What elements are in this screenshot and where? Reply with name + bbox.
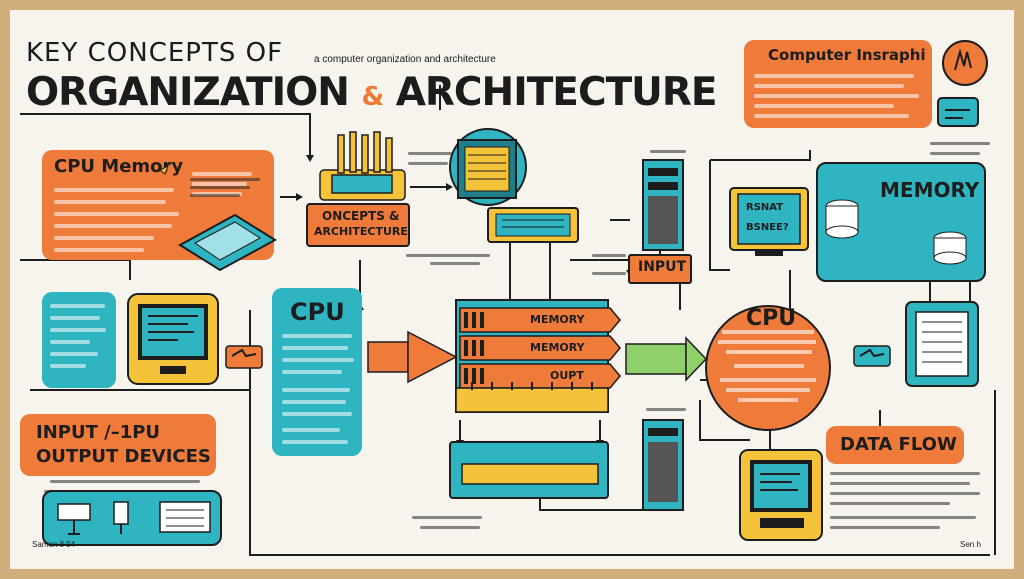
data-flow-line-3 (830, 492, 980, 495)
system-bus-diagram (367, 299, 708, 499)
small-caption-11 (420, 526, 480, 529)
small-caption-5 (408, 162, 448, 165)
small-caption-8 (592, 254, 626, 257)
monitor-icon-bottom (739, 449, 823, 541)
memory-right-title: MEMORY (880, 178, 980, 202)
monitor-icon-top (729, 187, 809, 256)
architecture-label: ARCHITECTURE (314, 225, 408, 238)
bus-memory-1: MEMORY (530, 313, 585, 326)
cpu-chip-icon (319, 131, 406, 201)
bus-memory-2: MEMORY (530, 341, 585, 354)
small-caption-13 (646, 408, 686, 411)
cpu-right-title: CPU (746, 306, 797, 331)
cpu-left-title: CPU (290, 298, 345, 326)
data-flow-line-1 (830, 472, 980, 475)
data-flow-line-4 (830, 502, 950, 505)
computer-insight-panel: Computer Insraphi (744, 40, 932, 128)
small-caption-2 (190, 186, 250, 189)
data-flow-line-2 (830, 482, 970, 485)
small-caption-3 (190, 194, 240, 197)
cpu-memory-title: CPU Memory (54, 156, 184, 177)
footer-left: Samen 8 94 (32, 540, 76, 549)
small-caption-4 (408, 152, 452, 155)
computer-insight-title: Computer Insraphi (768, 46, 926, 64)
concepts-architecture-box: ONCEPTS & ARCHITECTURE (306, 203, 410, 247)
title-architecture: ARCHITECTURE (395, 70, 718, 115)
concepts-label: ONCEPTS & (322, 209, 400, 223)
server-rack-icon-top (449, 128, 579, 243)
monitor-screen-text-1: RSNAT (746, 202, 784, 213)
io-text-line-1 (50, 480, 200, 483)
io-title-2: OUTPUT DEVICES (36, 446, 211, 467)
hand-icon-top (937, 40, 988, 127)
server-icon-small-right (853, 301, 979, 387)
usb-icon (57, 501, 211, 535)
title-main: ORGANIZATION & ARCHITECTURE (26, 70, 718, 115)
input-box: INPUT (628, 254, 692, 284)
small-caption-7 (430, 262, 480, 265)
small-caption-6 (406, 254, 490, 257)
title-ampersand: & (361, 82, 384, 112)
monitor-icon-left (127, 293, 263, 385)
title-organization: ORGANIZATION (26, 70, 350, 115)
io-devices-panel: INPUT /–1PU OUTPUT DEVICES (20, 414, 216, 476)
small-caption-10 (412, 516, 482, 519)
small-caption-1 (190, 178, 260, 181)
data-flow-panel: DATA FLOW (826, 426, 964, 464)
title-subtitle: a computer organization and architecture (314, 54, 496, 65)
left-teal-panel (42, 292, 116, 388)
io-title-1: INPUT /–1PU (36, 422, 161, 443)
monitor-screen-text-2: BSNEE? (746, 222, 789, 233)
input-label: INPUT (638, 259, 687, 275)
circuit-board-icon (159, 164, 277, 272)
data-flow-line-5 (830, 516, 976, 519)
footer-right: Sen h (960, 540, 981, 549)
cpu-panel-left: CPU (272, 288, 362, 456)
small-caption-14 (930, 142, 990, 145)
poster: KEY CONCEPTS OF a computer organization … (10, 10, 1014, 569)
title-key-concepts: KEY CONCEPTS OF (26, 38, 284, 68)
small-caption-12 (650, 150, 686, 153)
small-caption-15 (930, 152, 980, 155)
server-rack-icon-right (642, 159, 684, 511)
database-icon (825, 199, 967, 265)
small-caption-9 (592, 272, 626, 275)
cpu-circle (705, 305, 831, 431)
data-flow-line-6 (830, 526, 940, 529)
data-flow-title: DATA FLOW (840, 434, 957, 455)
bus-output: OUPT (550, 369, 584, 382)
